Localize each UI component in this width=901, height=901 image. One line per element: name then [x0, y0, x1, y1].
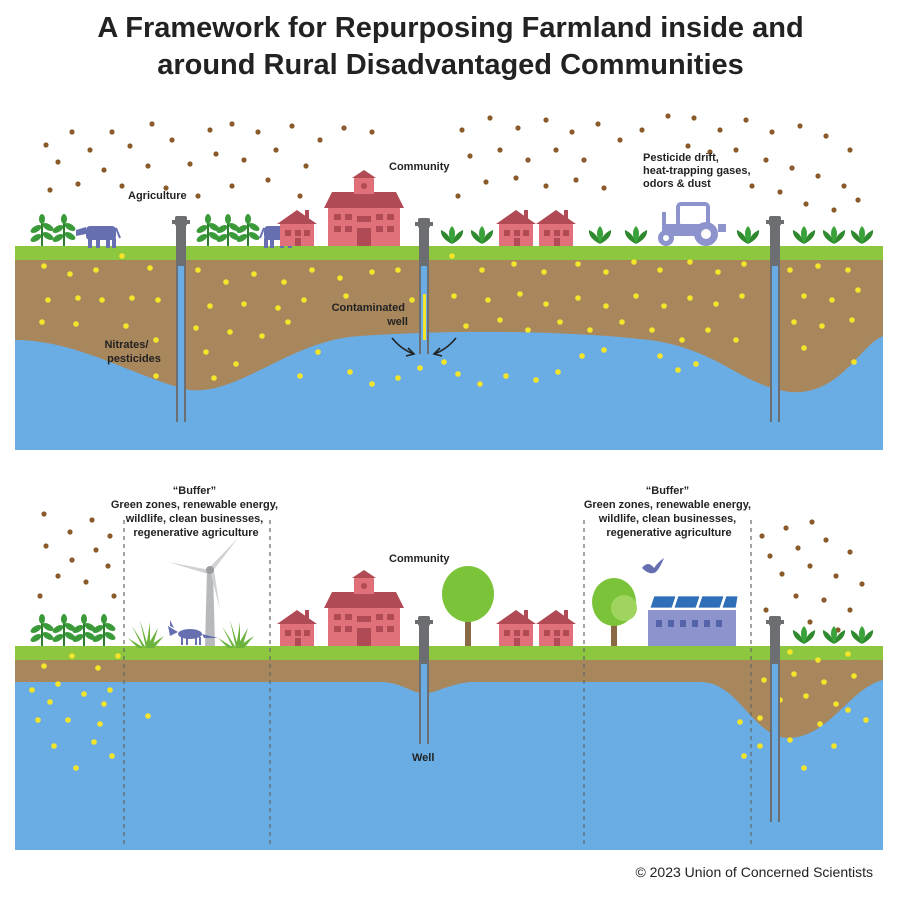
- well-right-bottom: [766, 616, 784, 822]
- bird-icon: [642, 558, 664, 574]
- house-icon: [536, 610, 576, 646]
- page-title: A Framework for Repurposing Farmland ins…: [0, 10, 901, 84]
- sprout-icon: [850, 626, 874, 644]
- crop-plant-icon: [234, 213, 262, 247]
- label-nitrates: Nitrates/ pesticides: [104, 339, 160, 365]
- buffer-boundaries: [123, 520, 752, 846]
- label-community-top: Community: [389, 161, 450, 173]
- crop-plant-icon: [90, 613, 118, 647]
- crop-plant-icon: [28, 613, 56, 647]
- label-community-bottom: Community: [389, 553, 450, 565]
- clean-business-building-icon: [648, 595, 739, 646]
- wind-turbine-icon: [168, 538, 238, 646]
- sprout-icon: [624, 226, 648, 244]
- label-well: Well: [412, 752, 434, 764]
- well-left: [172, 216, 190, 422]
- bottom-panel: “Buffer” Green zones, renewable energy, …: [15, 485, 883, 850]
- sprout-icon: [588, 226, 612, 244]
- title-line-1: A Framework for Repurposing Farmland ins…: [97, 12, 804, 44]
- grass-tuft-icon: [218, 620, 254, 648]
- fox-icon: [168, 620, 218, 645]
- contaminated-well: [415, 218, 433, 354]
- sprout-icon: [736, 226, 760, 244]
- label-contaminated-well: Contaminated well: [332, 302, 408, 328]
- sprout-icon: [822, 226, 846, 244]
- sprout-icon: [792, 626, 816, 644]
- well-right: [766, 216, 784, 422]
- sprout-icon: [440, 226, 464, 244]
- house-icon: [277, 210, 317, 246]
- dust-particles-top: [43, 113, 861, 213]
- label-pesticide-drift: Pesticide drift, heat-trapping gases, od…: [643, 152, 754, 190]
- school-building-icon: [324, 570, 404, 646]
- tree-icon: [592, 578, 637, 646]
- solar-panel-icon: [649, 595, 739, 609]
- label-agriculture: Agriculture: [128, 190, 187, 202]
- sprout-icon: [850, 226, 874, 244]
- house-icon: [496, 610, 536, 646]
- contaminants-top: [39, 253, 861, 387]
- grass-tuft-icon: [128, 620, 164, 648]
- crop-plant-icon: [28, 213, 56, 247]
- crop-plant-icon: [50, 213, 78, 247]
- title-line-2: around Rural Disadvantaged Communities: [157, 49, 744, 81]
- label-buffer-left: “Buffer” Green zones, renewable energy, …: [111, 485, 281, 539]
- contaminants-bottom: [29, 649, 869, 771]
- cow-icon: [75, 225, 121, 249]
- flow-arrows: [391, 337, 457, 357]
- label-buffer-right: “Buffer” Green zones, renewable energy, …: [584, 485, 754, 539]
- well-center-bottom: [415, 616, 433, 744]
- copyright-credit: © 2023 Union of Concerned Scientists: [635, 864, 873, 880]
- house-icon: [536, 210, 576, 246]
- house-icon: [496, 210, 536, 246]
- sprout-icon: [470, 226, 494, 244]
- dust-particles-bottom: [37, 511, 865, 633]
- top-panel: Agriculture Community Pesticide drift, h…: [15, 113, 883, 450]
- sprout-icon: [822, 626, 846, 644]
- tree-icon: [442, 566, 494, 646]
- sprout-icon: [792, 226, 816, 244]
- house-icon: [277, 610, 317, 646]
- tractor-icon: [658, 202, 726, 246]
- school-building-icon: [324, 170, 404, 246]
